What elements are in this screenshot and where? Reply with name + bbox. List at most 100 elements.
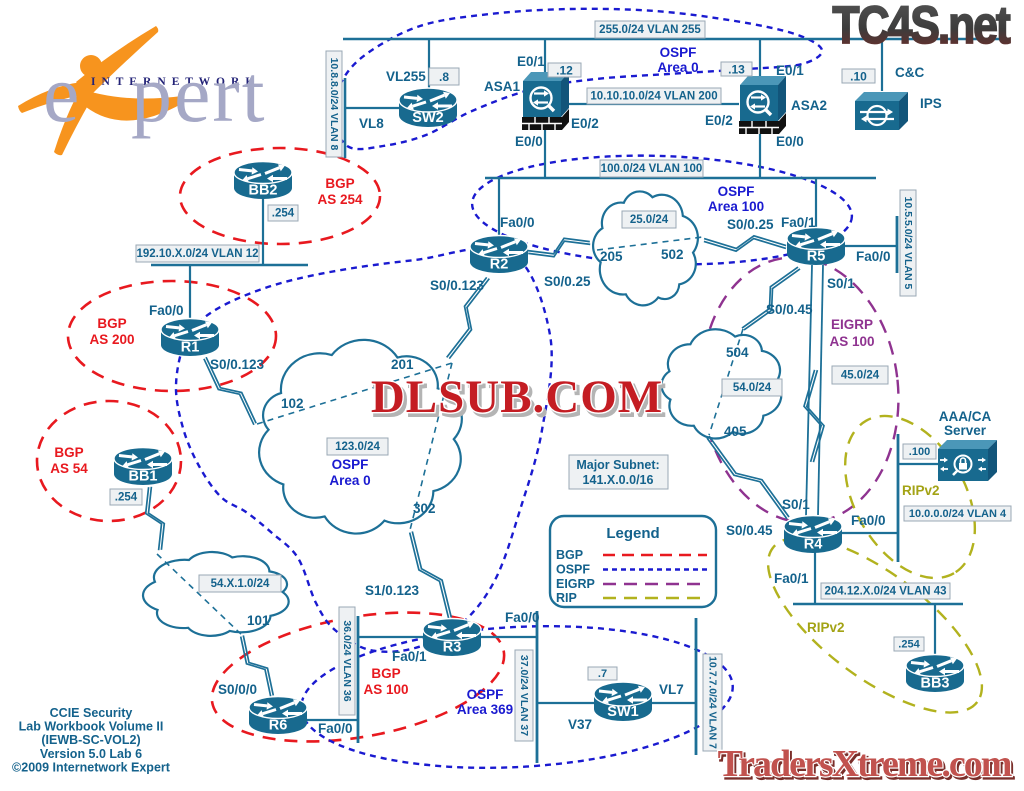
svg-text:Fa0/1: Fa0/1 — [392, 649, 427, 664]
svg-text:OSPF: OSPF — [718, 184, 755, 199]
svg-text:AS 200: AS 200 — [89, 332, 134, 347]
svg-text:.10: .10 — [850, 70, 867, 84]
svg-text:Major Subnet:: Major Subnet: — [576, 458, 659, 472]
svg-text:BB3: BB3 — [920, 676, 949, 692]
svg-text:504: 504 — [726, 345, 749, 360]
svg-text:OSPF: OSPF — [556, 563, 590, 577]
svg-text:AS 54: AS 54 — [50, 461, 88, 476]
svg-text:CCIE Security: CCIE Security — [50, 706, 133, 720]
svg-text:Area 369: Area 369 — [457, 702, 513, 717]
svg-text:Fa0/0: Fa0/0 — [500, 215, 535, 230]
svg-text:S0/0.25: S0/0.25 — [727, 217, 774, 232]
svg-text:10.8.8.0/24 VLAN 8: 10.8.8.0/24 VLAN 8 — [328, 58, 340, 151]
svg-text:10.10.10.0/24 VLAN 200: 10.10.10.0/24 VLAN 200 — [590, 91, 717, 103]
svg-text:R2: R2 — [490, 257, 509, 273]
svg-text:Lab Workbook Volume II: Lab Workbook Volume II — [19, 720, 164, 734]
svg-text:205: 205 — [600, 249, 623, 264]
svg-text:S0/1: S0/1 — [827, 276, 855, 291]
svg-text:OSPF: OSPF — [660, 45, 697, 60]
svg-text:10.5.5.0/24 VLAN 5: 10.5.5.0/24 VLAN 5 — [902, 197, 914, 290]
svg-text:VL7: VL7 — [659, 682, 684, 697]
svg-text:(IEWB-SC-VOL2): (IEWB-SC-VOL2) — [41, 733, 140, 747]
svg-text:.254: .254 — [272, 208, 295, 220]
svg-text:Fa0/0: Fa0/0 — [318, 721, 353, 736]
svg-text:e: e — [43, 48, 79, 139]
svg-text:.254: .254 — [898, 639, 920, 651]
svg-text:Fa0/1: Fa0/1 — [774, 571, 809, 586]
svg-text:BGP: BGP — [371, 666, 400, 681]
svg-text:Fa0/0: Fa0/0 — [505, 610, 540, 625]
svg-text:25.0/24: 25.0/24 — [630, 214, 669, 226]
svg-text:V37: V37 — [568, 717, 592, 732]
svg-text:SW1: SW1 — [607, 704, 638, 720]
svg-text:Legend: Legend — [606, 525, 659, 542]
svg-text:.8: .8 — [439, 70, 449, 84]
svg-text:.254: .254 — [115, 492, 138, 504]
svg-text:Area 0: Area 0 — [657, 60, 698, 75]
svg-text:10.7.7.0/24 VLAN 7: 10.7.7.0/24 VLAN 7 — [707, 656, 719, 749]
svg-text:Fa0/0: Fa0/0 — [149, 303, 184, 318]
svg-text:C&C: C&C — [895, 65, 924, 80]
svg-text:Fa0/0: Fa0/0 — [851, 513, 886, 528]
svg-text:Area 0: Area 0 — [329, 473, 370, 488]
svg-text:E0/1: E0/1 — [776, 63, 804, 78]
svg-text:SW2: SW2 — [412, 110, 443, 126]
svg-text:OSPF: OSPF — [467, 687, 504, 702]
svg-text:37.0/24 VLAN 37: 37.0/24 VLAN 37 — [518, 655, 530, 736]
svg-text:AS 100: AS 100 — [363, 682, 408, 697]
svg-text:Area 100: Area 100 — [708, 199, 764, 214]
svg-text:Server: Server — [944, 423, 987, 438]
svg-text:AS 254: AS 254 — [317, 192, 363, 207]
svg-text:123.0/24: 123.0/24 — [335, 441, 380, 453]
svg-text:.13: .13 — [728, 63, 745, 77]
svg-text:E0/0: E0/0 — [515, 134, 543, 149]
svg-text:BGP: BGP — [54, 445, 83, 460]
svg-text:Fa0/0: Fa0/0 — [856, 249, 891, 264]
svg-text:R5: R5 — [807, 249, 826, 265]
svg-text:.7: .7 — [598, 668, 607, 680]
svg-text:101: 101 — [247, 613, 270, 628]
svg-text:VL8: VL8 — [359, 116, 384, 131]
svg-text:45.0/24: 45.0/24 — [841, 370, 880, 382]
svg-text:E0/1: E0/1 — [517, 54, 545, 69]
svg-text:141.X.0.0/16: 141.X.0.0/16 — [583, 473, 654, 487]
svg-text:©2009 Internetwork Expert: ©2009 Internetwork Expert — [12, 760, 171, 774]
svg-text:54.X.1.0/24: 54.X.1.0/24 — [211, 578, 270, 590]
svg-text:VL255: VL255 — [386, 69, 426, 84]
svg-text:R1: R1 — [181, 340, 200, 356]
svg-text:AS 100: AS 100 — [829, 334, 874, 349]
svg-text:E0/0: E0/0 — [776, 134, 804, 149]
svg-text:S0/0.45: S0/0.45 — [726, 523, 773, 538]
svg-text:ASA1: ASA1 — [484, 79, 521, 94]
svg-text:TradersXtreme.com: TradersXtreme.com — [720, 746, 1014, 788]
svg-text:DLSUB.COM: DLSUB.COM — [374, 375, 666, 427]
svg-text:R4: R4 — [804, 537, 823, 553]
svg-text:BGP: BGP — [556, 548, 583, 562]
svg-text:pert: pert — [131, 48, 266, 139]
svg-text:201: 201 — [391, 357, 414, 372]
svg-text:204.12.X.0/24 VLAN 43: 204.12.X.0/24 VLAN 43 — [824, 586, 946, 598]
svg-text:502: 502 — [661, 247, 684, 262]
svg-text:Version 5.0 Lab 6: Version 5.0 Lab 6 — [40, 747, 142, 761]
svg-text:.100: .100 — [909, 446, 930, 458]
svg-text:255.0/24 VLAN 255: 255.0/24 VLAN 255 — [599, 24, 701, 36]
svg-text:S0/0.123: S0/0.123 — [210, 357, 265, 372]
svg-text:BB2: BB2 — [248, 183, 277, 199]
svg-text:S0/0/0: S0/0/0 — [218, 682, 257, 697]
svg-text:EIGRP: EIGRP — [556, 577, 595, 591]
svg-text:AAA/CA: AAA/CA — [939, 409, 992, 424]
svg-text:R3: R3 — [443, 640, 462, 656]
svg-text:IPS: IPS — [920, 96, 942, 111]
svg-text:DLSUB.COM: DLSUB.COM — [371, 371, 663, 423]
svg-text:BGP: BGP — [97, 316, 126, 331]
svg-text:S0/1: S0/1 — [782, 497, 810, 512]
svg-text:102: 102 — [281, 396, 304, 411]
svg-text:TradersXtreme.com: TradersXtreme.com — [718, 743, 1012, 785]
svg-text:I N T E R N E T W O R K: I N T E R N E T W O R K — [91, 76, 256, 88]
svg-text:OSPF: OSPF — [332, 457, 369, 472]
svg-text:BB1: BB1 — [128, 469, 157, 485]
svg-text:RIPv2: RIPv2 — [902, 483, 940, 498]
svg-text:S1/0.123: S1/0.123 — [365, 583, 420, 598]
svg-text:EIGRP: EIGRP — [831, 317, 873, 332]
svg-text:302: 302 — [413, 501, 436, 516]
